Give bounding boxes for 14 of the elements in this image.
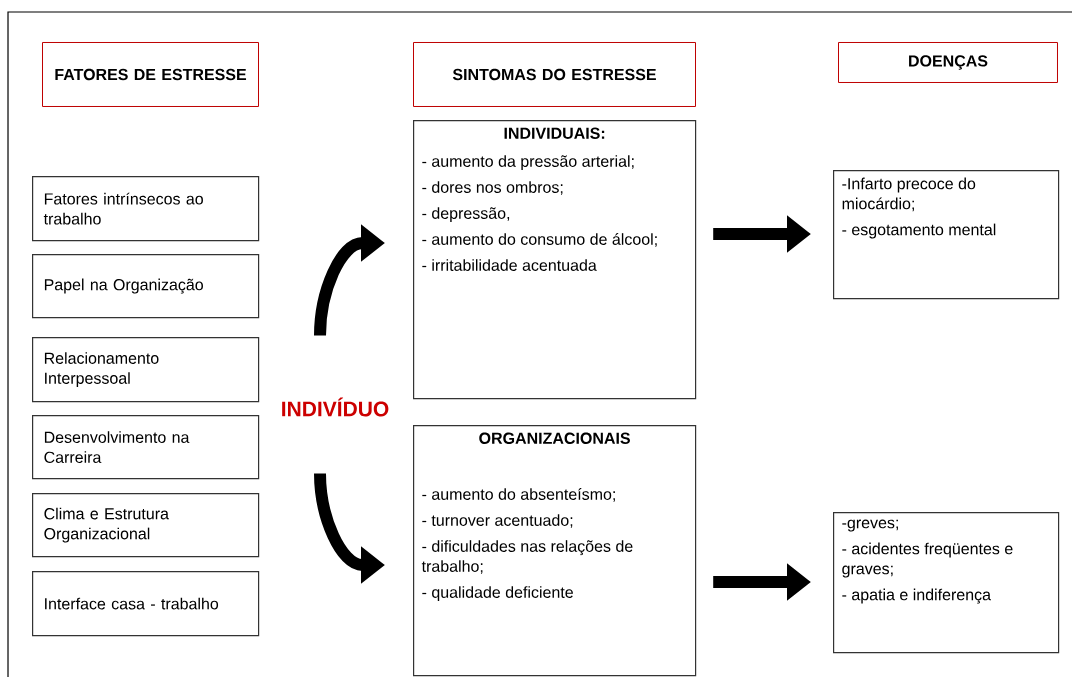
symptom-box: ORGANIZACIONAIS - aumento do absenteísmo; - turnover acentuado; - dificuldades nas relações de trabalho; - qualidade deficiente — [413, 425, 697, 677]
factor-box: Clima e Estrutura Organizacional — [32, 493, 260, 558]
factor-box: Relacionamento Interpessoal — [32, 337, 260, 403]
factor-box: Fatores intrínsecos ao trabalho — [32, 176, 260, 242]
factor-box: Papel na Organização — [32, 254, 260, 319]
factor-box: Desenvolvimento na Carreira — [32, 415, 260, 480]
disease-box: -Infarto precoce do miocárdio; - esgotamento mental — [833, 170, 1060, 300]
header-box: DOENÇAS — [838, 42, 1058, 83]
center-label: INDIVÍDUO — [282, 397, 389, 417]
header-box: SINTOMAS DO ESTRESSE — [413, 42, 696, 107]
factor-box: Interface casa - trabalho — [32, 571, 260, 637]
symptom-box: INDIVIDUAIS: - aumento da pressão arterial; - dores nos ombros; - depressão, - aumento do consumo de álcool; - irritabilidade acentuada — [413, 120, 697, 400]
disease-box: -greves; - acidentes freqüentes e graves; - apatia e indiferença — [833, 512, 1060, 654]
header-box: FATORES DE ESTRESSE — [42, 42, 259, 107]
